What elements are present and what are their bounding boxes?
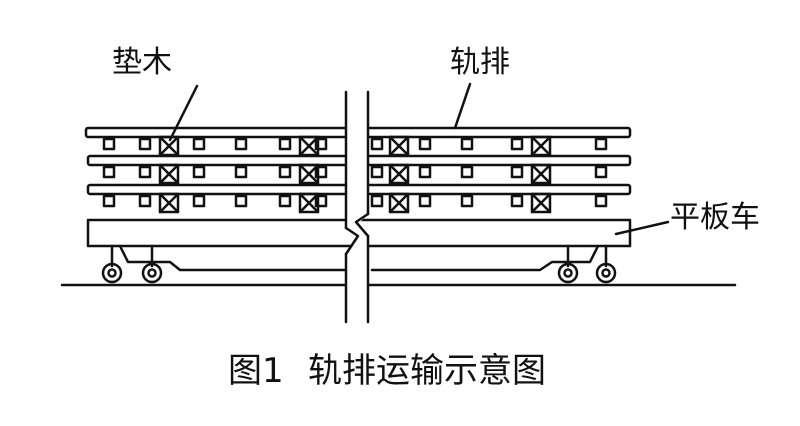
sleeper-tie bbox=[192, 137, 206, 151]
wooden-block bbox=[388, 192, 410, 214]
wooden-block bbox=[298, 135, 320, 157]
sleeper-tie bbox=[510, 165, 524, 179]
sleeper-tie bbox=[102, 137, 116, 151]
wooden-block bbox=[298, 192, 320, 214]
sleeper-tie bbox=[278, 137, 292, 151]
flatcar-bogie-left bbox=[110, 244, 154, 268]
sleeper-tie bbox=[460, 165, 474, 179]
sleeper-tie bbox=[460, 137, 474, 151]
wooden-block bbox=[530, 192, 552, 214]
figure-number: 图1 bbox=[228, 351, 284, 391]
sleeper-tie bbox=[234, 165, 248, 179]
wooden-block bbox=[530, 163, 552, 185]
break-line bbox=[344, 90, 370, 324]
flatcar-label: 平板车 bbox=[670, 200, 760, 235]
flatcar-frame-left bbox=[118, 244, 354, 272]
sleeper-tie bbox=[594, 137, 608, 151]
sleeper-tie bbox=[418, 165, 432, 179]
sleeper-tie bbox=[192, 165, 206, 179]
sleeper-tie bbox=[510, 194, 524, 208]
wheel-pair-left bbox=[101, 262, 163, 284]
wooden-block bbox=[530, 135, 552, 157]
wooden-block bbox=[388, 135, 410, 157]
sleeper-tie bbox=[138, 194, 152, 208]
wooden-blocks bbox=[158, 135, 552, 214]
flatcar-leader-line bbox=[614, 220, 670, 236]
sleeper-tie bbox=[510, 137, 524, 151]
track-panel-label: 轨排 bbox=[450, 45, 510, 80]
sleeper-tie bbox=[594, 165, 608, 179]
sleeper-tie bbox=[192, 194, 206, 208]
sleeper-ties bbox=[102, 137, 608, 208]
sleeper-tie bbox=[594, 194, 608, 208]
sleeper-tie bbox=[102, 194, 116, 208]
sleeper-tie bbox=[418, 194, 432, 208]
sleeper-tie bbox=[370, 137, 384, 151]
track-panel-leader-line bbox=[453, 82, 472, 130]
sleeper-tie bbox=[370, 194, 384, 208]
flatcar-bogie-right bbox=[566, 244, 608, 268]
wheel-pair-right bbox=[557, 262, 617, 284]
sleeper-tie bbox=[138, 137, 152, 151]
sleeper-tie bbox=[370, 165, 384, 179]
sleeper-tie bbox=[278, 165, 292, 179]
sleeper-tie bbox=[418, 137, 432, 151]
sleeper-tie bbox=[314, 137, 328, 151]
wooden-block bbox=[298, 163, 320, 185]
sleeper-tie bbox=[234, 137, 248, 151]
sleeper-tie bbox=[314, 194, 328, 208]
sleeper-tie bbox=[314, 165, 328, 179]
sleeper-tie bbox=[460, 194, 474, 208]
figure-title: 轨排运输示意图 bbox=[308, 351, 546, 391]
wooden-block bbox=[158, 192, 180, 214]
sleeper-tie bbox=[138, 165, 152, 179]
sleeper-tie bbox=[102, 165, 116, 179]
sleeper-tie bbox=[234, 194, 248, 208]
wooden-block bbox=[388, 163, 410, 185]
wooden-block bbox=[158, 135, 180, 157]
wooden-block bbox=[158, 163, 180, 185]
sleeper-label: 垫木 bbox=[112, 45, 172, 80]
sleeper-leader-line bbox=[168, 84, 199, 142]
sleeper-tie bbox=[278, 194, 292, 208]
flatcar-frame-right bbox=[370, 244, 600, 272]
